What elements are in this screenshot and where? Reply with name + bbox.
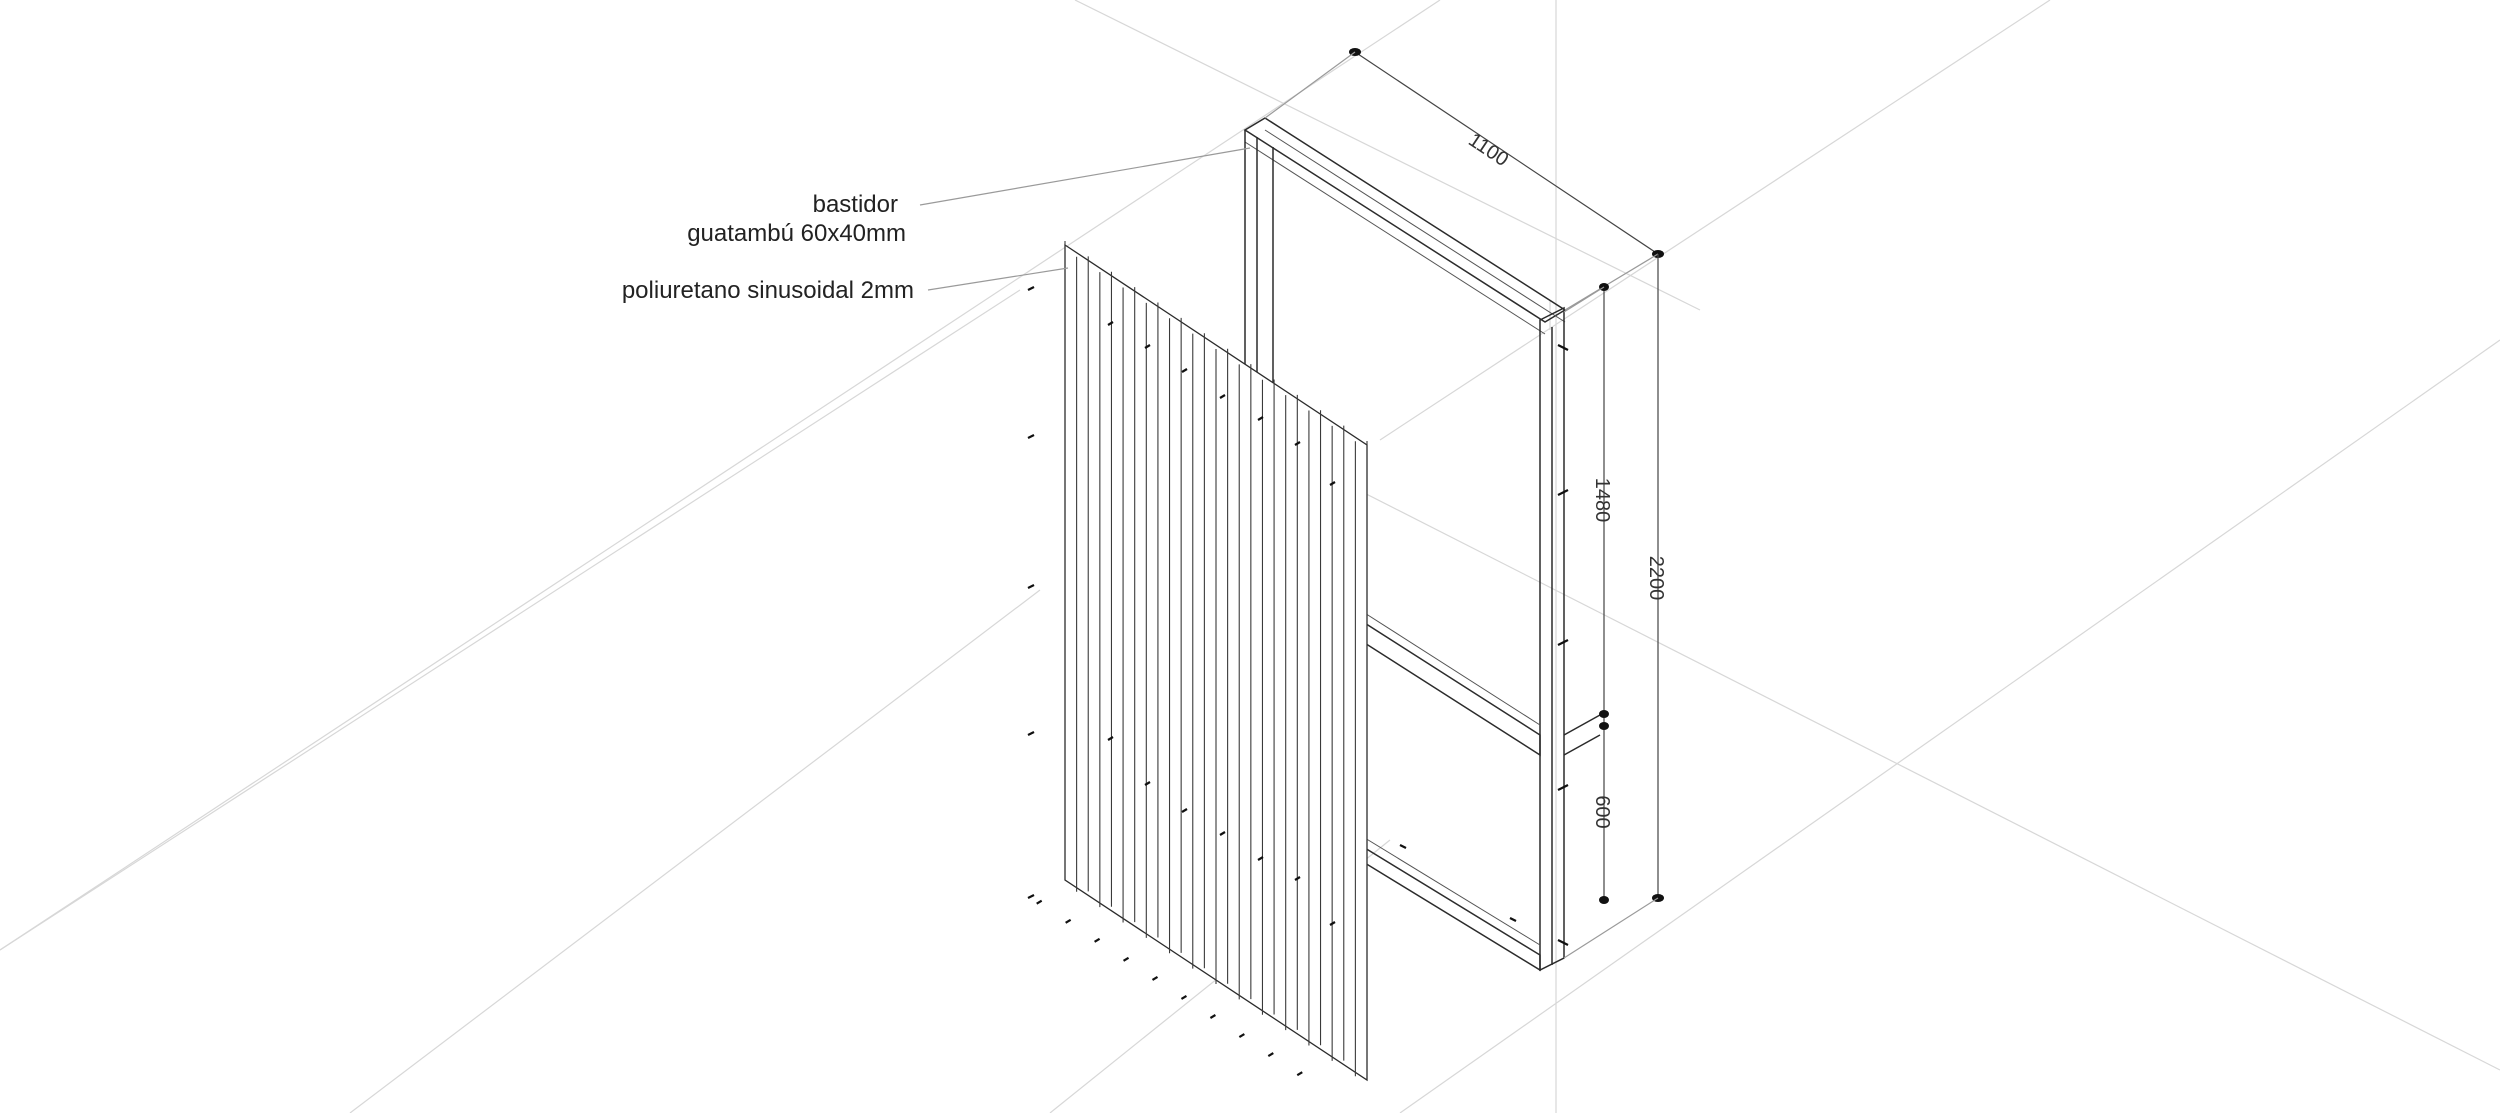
fastener-tick bbox=[1036, 899, 1043, 905]
dim-endpoint-dot bbox=[1599, 710, 1609, 718]
fastener-tick bbox=[1267, 1052, 1274, 1058]
fastener-tick bbox=[1027, 286, 1035, 291]
fastener-tick bbox=[1209, 1014, 1216, 1019]
label-bastidor-material: guatambú 60x40mm bbox=[687, 220, 906, 247]
fastener-tick bbox=[1296, 1071, 1303, 1077]
fastener-tick bbox=[1181, 808, 1188, 813]
fastener-tick bbox=[1094, 937, 1101, 943]
dim-lower-height-text: 600 bbox=[1591, 795, 1613, 828]
fastener-tick bbox=[1257, 416, 1264, 421]
dim-total-height-text: 2200 bbox=[1645, 556, 1667, 601]
fastener-tick bbox=[1027, 584, 1035, 589]
fastener-tick bbox=[1107, 736, 1114, 741]
dim-endpoint-dot bbox=[1599, 896, 1609, 904]
fastener-tick bbox=[1238, 1033, 1245, 1038]
fastener-tick bbox=[1219, 394, 1226, 399]
label-bastidor: bastidor bbox=[813, 191, 898, 218]
fastener-tick bbox=[1294, 441, 1301, 446]
label-sheet-material: poliuretano sinusoidal 2mm bbox=[622, 277, 914, 304]
fastener-tick bbox=[1027, 731, 1035, 736]
dimension-lines bbox=[1264, 48, 1664, 959]
fastener-tick bbox=[1144, 344, 1151, 349]
fastener-tick bbox=[1144, 781, 1151, 786]
fastener-tick bbox=[1122, 956, 1130, 962]
corrugated-sheet bbox=[1064, 241, 1368, 1082]
fastener-tick bbox=[1027, 434, 1035, 439]
fastener-tick bbox=[1107, 321, 1114, 326]
fastener-tick bbox=[1027, 894, 1035, 899]
fastener-tick bbox=[1257, 856, 1264, 861]
dim-width-text: 1100 bbox=[1464, 129, 1512, 171]
fastener-tick bbox=[1329, 481, 1336, 486]
fastener-tick bbox=[1181, 368, 1188, 373]
fastener-tick bbox=[1294, 876, 1301, 881]
fastener-tick bbox=[1151, 975, 1159, 981]
dim-upper-height-text: 1480 bbox=[1591, 478, 1613, 523]
callouts bbox=[919, 147, 1251, 291]
sheet-fastener-ticks bbox=[1027, 286, 1336, 1077]
fastener-tick bbox=[1329, 921, 1336, 926]
fastener-tick bbox=[1180, 995, 1188, 1000]
dim-endpoint-dot bbox=[1599, 722, 1609, 730]
fastener-tick bbox=[1219, 831, 1226, 836]
fastener-tick bbox=[1065, 918, 1072, 924]
